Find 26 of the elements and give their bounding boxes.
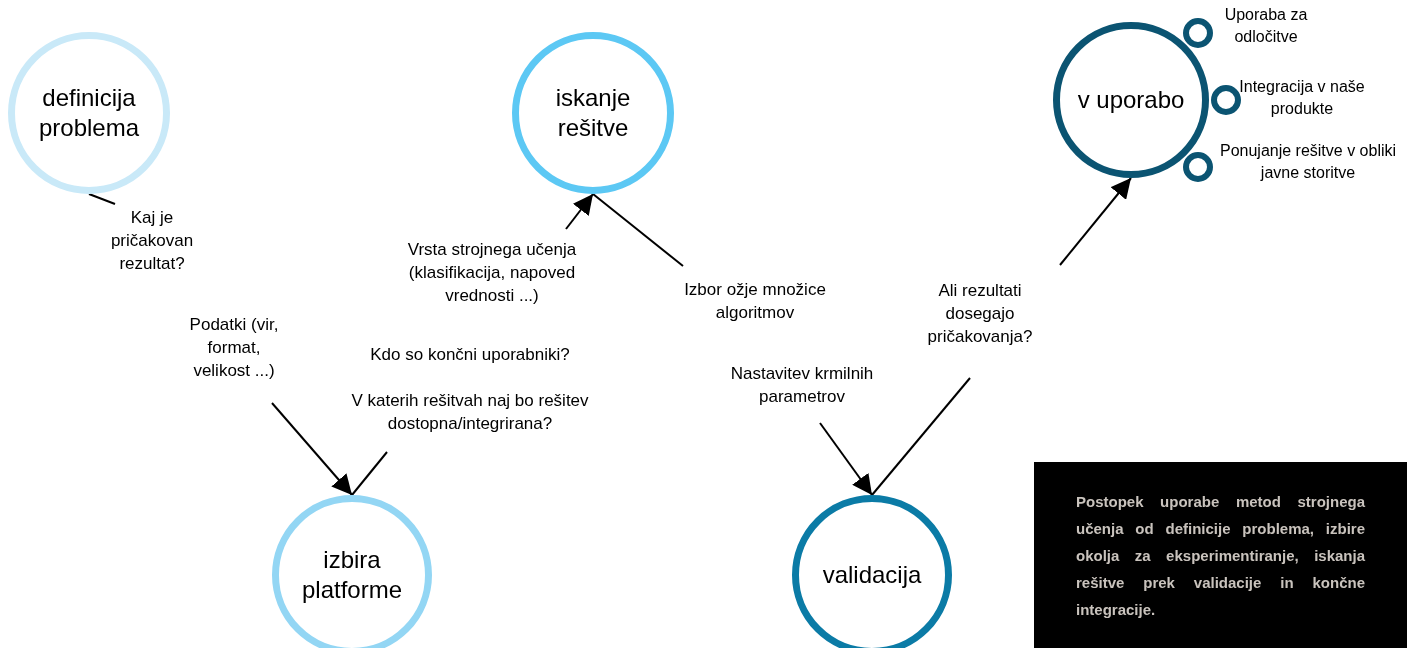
- question-text: Ali rezultati dosegajo pričakovanja?: [915, 279, 1045, 348]
- stage-label: iskanje rešitve: [554, 83, 632, 143]
- question-text: Vrsta strojnega učenja (klasifikacija, napoved vrednosti ...): [389, 238, 595, 307]
- stage-label: definicija problema: [37, 83, 141, 143]
- connector-line: [88, 193, 116, 205]
- question-text: Izbor ožje množice algoritmov: [680, 278, 830, 324]
- arrow: [819, 422, 873, 496]
- caption-panel: [1034, 462, 1407, 648]
- question-text: Nastavitev krmilnih parametrov: [712, 362, 892, 408]
- option-caption: Uporaba za odločitve: [1223, 5, 1309, 47]
- arrow: [271, 402, 353, 496]
- connector-line: [351, 451, 388, 496]
- connector-line: [871, 377, 971, 496]
- question-text: V katerih rešitvah naj bo rešitev dostopna/integrirana?: [342, 389, 598, 435]
- option-caption: Ponujanje rešitve v obliki javne storitve: [1218, 141, 1398, 183]
- caption-text: Postopek uporabe metod strojnega učenja od definicije problema, izbire okolja za eksperimentiranje, iskanja rešitve prek validacije in končne integracije.: [1076, 491, 1365, 620]
- question-text: Kaj je pričakovan rezultat?: [102, 206, 202, 275]
- question-text: Kdo so končni uporabniki?: [369, 344, 571, 366]
- stage-label: izbira platforme: [300, 545, 403, 605]
- option-caption: Integracija v naše produkte: [1238, 77, 1366, 119]
- connector-line: [592, 193, 684, 267]
- stage-label: v uporabo: [1077, 85, 1185, 115]
- arrow: [1059, 177, 1132, 266]
- arrow: [565, 193, 594, 230]
- question-text: Podatki (vir, format, velikost ...): [179, 313, 289, 382]
- stage-label: validacija: [822, 560, 922, 590]
